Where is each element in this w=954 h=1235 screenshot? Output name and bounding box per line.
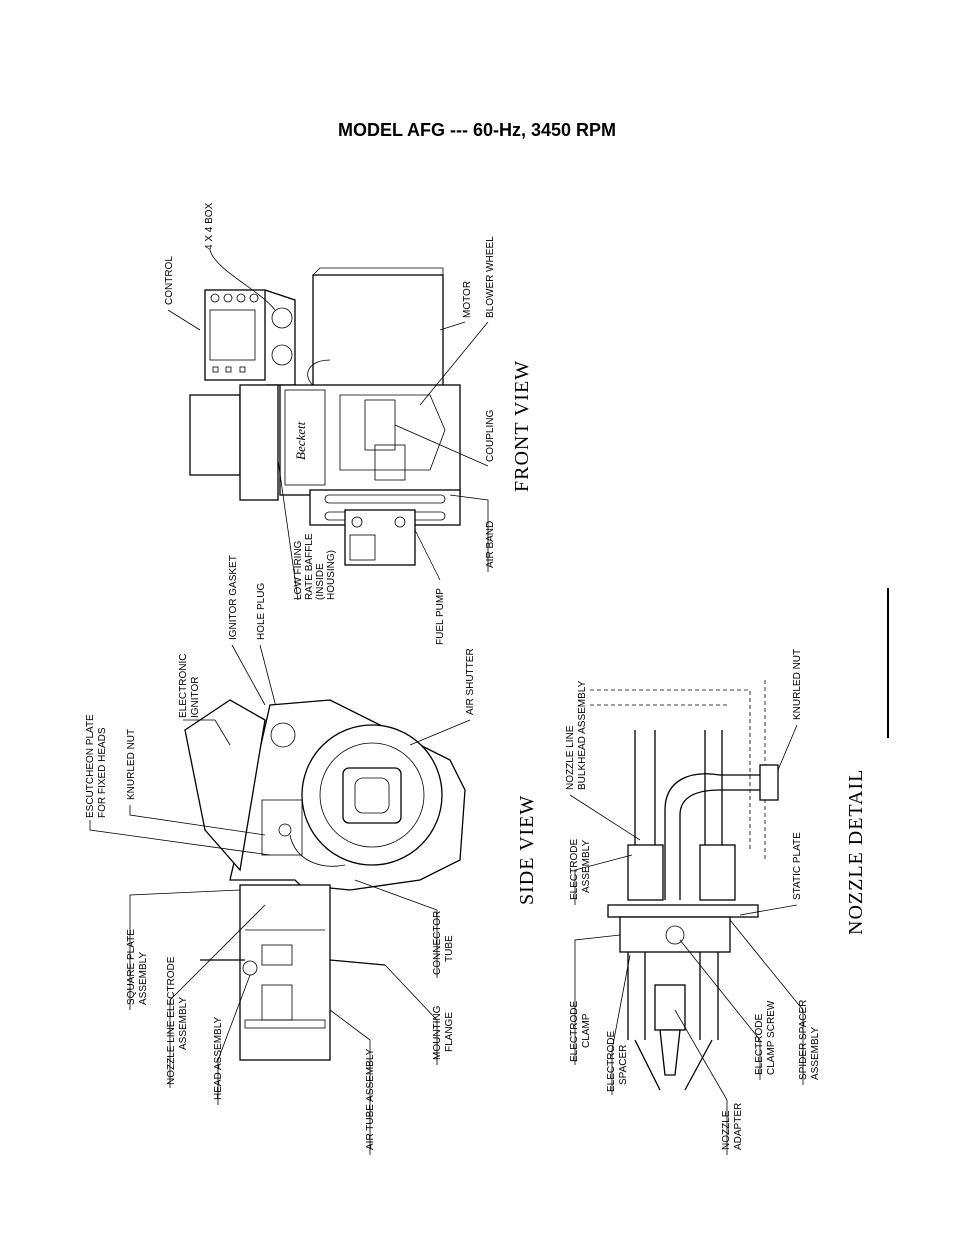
- label-electrode-clamp-1: ELECTRODE: [569, 1001, 580, 1062]
- label-air-shutter: AIR SHUTTER: [465, 648, 476, 715]
- label-nozzle-line-electrode-2: ASSEMBLY: [178, 997, 189, 1050]
- front-view-heading: FRONT VIEW: [511, 360, 533, 492]
- label-square-plate-2: ASSEMBLY: [138, 952, 149, 1005]
- label-spider-spacer-1: SPIDER SPACER: [798, 1000, 809, 1080]
- label-electronic-ignitor-2: IGNITOR: [190, 677, 201, 718]
- label-coupling: COUPLING: [485, 410, 496, 462]
- label-square-plate-1: SQUARE PLATE: [126, 929, 137, 1005]
- side-view-labels: ELECTRONIC IGNITOR AIR SHUTTER ESCUTCHEO…: [85, 648, 538, 1150]
- label-head-assembly: HEAD ASSEMBLY: [213, 1016, 224, 1100]
- label-hole-plug: HOLE PLUG: [256, 583, 267, 640]
- label-connector-tube-1: CONNECTOR: [432, 911, 443, 975]
- side-view-heading: SIDE VIEW: [516, 795, 538, 905]
- label-bulkhead-2: BULKHEAD ASSEMBLY: [577, 680, 588, 790]
- front-view-drawing: Beckett: [189, 267, 461, 566]
- nozzle-detail-labels: NOZZLE LINE BULKHEAD ASSEMBLY ELECTRODE …: [565, 649, 867, 1150]
- label-nozzle-line-electrode-1: NOZZLE LINE ELECTRODE: [166, 956, 177, 1085]
- label-knurled-nut-detail: KNURLED NUT: [792, 649, 803, 720]
- label-fuel-pump: FUEL PUMP: [435, 588, 446, 645]
- label-mounting-flange-2: FLANGE: [444, 1012, 455, 1052]
- label-clamp-screw-1: ELECTRODE: [754, 1014, 765, 1075]
- label-nozzle-adapter-2: ADAPTER: [733, 1103, 744, 1150]
- front-view-labels: 4 X 4 BOX CONTROL MOTOR BLOWER WHEEL COU…: [164, 202, 533, 645]
- nozzle-detail-leaders: [569, 724, 804, 1155]
- label-electronic-ignitor-1: ELECTRONIC: [178, 654, 189, 718]
- side-view-leaders: [89, 719, 471, 1155]
- side-view-drawing: [184, 699, 466, 1061]
- label-electrode-clamp-2: CLAMP: [581, 1013, 592, 1048]
- label-air-band: AIR BAND: [485, 521, 496, 568]
- label-electrode-assembly-1: ELECTRODE: [569, 839, 580, 900]
- label-motor: MOTOR: [462, 281, 473, 318]
- label-connector-tube-2: TUBE: [444, 935, 455, 962]
- label-knurled-nut-side: KNURLED NUT: [126, 729, 137, 800]
- label-ignitor-gasket: IGNITOR GASKET: [228, 555, 239, 640]
- label-escutcheon-1: ESCUTCHEON PLATE: [85, 714, 96, 818]
- label-air-tube-assembly: AIR TUBE ASSEMBLY: [365, 1048, 376, 1150]
- label-mounting-flange-1: MOUNTING: [432, 1005, 443, 1060]
- label-electrode-spacer-2: SPACER: [618, 1045, 629, 1085]
- label-low-firing-2: RATE BAFFLE: [304, 533, 315, 600]
- label-bulkhead-1: NOZZLE LINE: [565, 725, 576, 790]
- label-nozzle-adapter-1: NOZZLE: [721, 1110, 732, 1150]
- label-spider-spacer-2: ASSEMBLY: [810, 1027, 821, 1080]
- label-4x4-box: 4 X 4 BOX: [204, 202, 215, 250]
- beckett-logo: Beckett: [293, 421, 308, 460]
- label-clamp-screw-2: CLAMP SCREW: [766, 1000, 777, 1075]
- page-title: MODEL AFG --- 60-Hz, 3450 RPM: [337, 120, 617, 140]
- label-low-firing-4: HOUSING): [326, 550, 337, 600]
- label-escutcheon-2: FOR FIXED HEADS: [97, 727, 108, 818]
- label-control: CONTROL: [164, 256, 175, 305]
- label-low-firing-1: LOW FIRING: [293, 540, 304, 600]
- label-electrode-assembly-2: ASSEMBLY: [581, 840, 592, 893]
- label-blower-wheel: BLOWER WHEEL: [485, 236, 496, 318]
- nozzle-detail-heading: NOZZLE DETAIL: [845, 769, 867, 935]
- nozzle-detail-drawing: [590, 680, 779, 1091]
- label-low-firing-3: (INSIDE: [315, 563, 326, 600]
- label-electrode-spacer-1: ELECTRODE: [606, 1031, 617, 1092]
- label-static-plate: STATIC PLATE: [792, 832, 803, 900]
